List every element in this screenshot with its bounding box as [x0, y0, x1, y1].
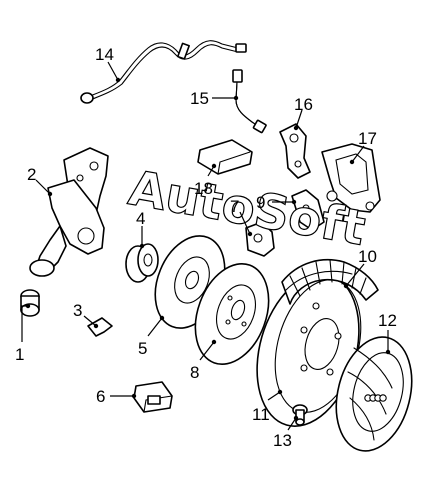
callout-11: 11	[252, 405, 270, 424]
clip-part	[87, 317, 113, 337]
brake-hose-part	[232, 69, 267, 134]
callout-17: 17	[358, 129, 377, 148]
callout-18: 18	[194, 179, 213, 198]
brake-caliper-part	[321, 143, 381, 213]
callout-16: 16	[294, 95, 313, 114]
leader-3	[83, 315, 97, 327]
callout-12: 12	[378, 311, 397, 330]
callout-6: 6	[96, 387, 105, 406]
callout-labels: 1 2 3 4 5 6 7 8 9 10 11 12 13 14 15 16 1…	[15, 45, 397, 450]
callout-10: 10	[358, 247, 377, 266]
callout-1: 1	[15, 345, 24, 364]
callout-14: 14	[95, 45, 114, 64]
callout-2: 2	[27, 165, 36, 184]
callout-13: 13	[273, 431, 292, 450]
leader-5	[147, 317, 163, 337]
callout-9: 9	[256, 193, 265, 212]
steering-knuckle-part	[29, 147, 109, 277]
leader-14	[107, 61, 119, 81]
callout-3: 3	[73, 301, 82, 320]
brake-pads-part	[133, 381, 173, 413]
callout-8: 8	[190, 363, 199, 382]
wheel-hub-part	[125, 243, 159, 283]
callout-15: 15	[190, 89, 209, 108]
leader-2	[35, 179, 51, 195]
wear-sensor-part	[279, 123, 311, 179]
brake-line-part	[80, 40, 247, 104]
ball-joint-part	[20, 289, 40, 317]
caliper-carrier-part	[245, 221, 275, 257]
leader-17	[351, 145, 365, 163]
callout-5: 5	[138, 339, 147, 358]
leader-16	[295, 109, 303, 129]
guide-bracket-part	[291, 189, 325, 231]
sensor-block-part	[197, 139, 253, 175]
brand-rings-emblem	[364, 394, 387, 402]
callout-7: 7	[230, 197, 239, 216]
leader-7	[239, 211, 251, 235]
callout-4: 4	[136, 209, 145, 228]
leader-8	[199, 341, 215, 361]
leader-10	[345, 263, 365, 287]
brake-disc-part	[194, 262, 270, 366]
leader-13	[287, 417, 297, 431]
leader-11	[267, 391, 281, 401]
leader-lines	[21, 61, 391, 431]
arch-liner-part	[281, 259, 379, 305]
